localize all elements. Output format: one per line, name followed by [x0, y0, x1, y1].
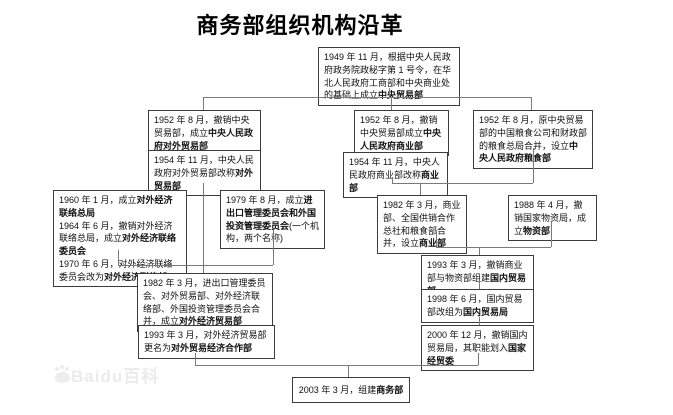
entity-name-bold: 对外贸易经济合作部: [171, 342, 253, 353]
connector-line: [195, 353, 196, 365]
connector-line: [203, 146, 204, 150]
entity-name-bold: 中央贸易部: [378, 90, 424, 101]
flow-box-1988-materials: 1988 年 4 月，撤销国家物资局，成立物资部: [508, 195, 597, 242]
connector-line: [195, 365, 478, 366]
connector-line: [551, 222, 552, 247]
event-text: 1954 年 11 月，中央人民政府对外贸易部改称: [154, 155, 254, 178]
connector-line: [203, 97, 531, 98]
connector-line: [203, 97, 204, 110]
entity-name-bold: 中央人民政府对外贸易部: [154, 127, 254, 151]
flow-box-1979-import-export: 1979 年 8 月，成立进出口管理委员会和外国投资管理委员会(一个机构，两个名…: [220, 190, 325, 250]
flow-box-1952-commerce: 1952 年 8 月，撤销中央贸易部成立中央人民政府商业部: [354, 110, 449, 157]
connector-line: [479, 247, 480, 255]
entity-name-bold: 进出口管理委员会和外国投资管理委员会: [226, 195, 317, 231]
entity-name-bold: 国家经贸委: [427, 342, 527, 366]
connector-line: [531, 97, 532, 110]
entity-name-bold: 商务部: [376, 384, 404, 395]
event-text: 1952 年 8 月，撤销中央贸易部，成立: [154, 115, 250, 138]
baidu-paw-icon: [55, 367, 70, 383]
entity-name-bold: 物资部: [523, 225, 551, 236]
connector-line: [392, 183, 533, 184]
connector-line: [392, 177, 393, 183]
event-text: 1988 年 4 月，撤销国家物资局，成立: [514, 200, 587, 236]
entity-name-bold: 对外经济联络部: [104, 271, 168, 282]
event-text: 1993 年 3 月，撤销商业部与物资部组建: [427, 260, 523, 283]
event-text: 1960 年 1 月，成立: [59, 195, 137, 205]
connector-line: [118, 250, 119, 265]
entity-name-bold: 对外经济联络总局: [59, 195, 173, 218]
connector-line: [348, 365, 349, 377]
connector-line: [420, 183, 421, 195]
entity-name-bold: 商业部: [349, 169, 440, 193]
event-text: 1970 年 6 月，对外经济联络委员会改为: [59, 258, 173, 282]
event-text: 1982 年 3 月，商业部、全国供销合作总社和粮食部合并，设立: [383, 200, 461, 249]
event-text: 2003 年 3 月，组建: [298, 384, 377, 395]
event-text: 1964 年 6 月，撤销对外经济联络总局，成立: [59, 220, 173, 244]
flow-box-1952-foreign-trade: 1952 年 8 月，撤销中央贸易部，成立中央人民政府对外贸易部: [148, 110, 261, 157]
event-text: 1982 年 3 月，进出口管理委员会、对外贸易部、对外经济联络部、外国投资管理…: [143, 278, 266, 327]
connector-line: [479, 281, 480, 289]
connector-line: [118, 265, 273, 266]
watermark-text: Baidu百科: [71, 367, 160, 386]
entity-name-bold: 商业部: [419, 238, 447, 249]
event-text: 1979 年 8 月，成立: [226, 195, 304, 205]
connector-line: [479, 317, 480, 325]
entity-name-bold: 中央人民政府粮食部: [479, 140, 579, 164]
page-title: 商务部组织机构沿革: [196, 13, 404, 38]
event-text: 1993 年 3 月，对外经济贸易部更名为: [144, 330, 267, 353]
flow-box-2000-setc: 2000 年 12 月，撤销国内贸易局，其职能划入国家经贸委: [421, 325, 534, 372]
connector-line: [273, 230, 274, 265]
connector-line: [436, 230, 437, 247]
event-text: 1949 年 11 月，根据中央人民政府政务院政秘字第 1 号令，在华北人民政府…: [324, 52, 452, 101]
entity-name-bold: 对外贸易部: [154, 167, 254, 191]
event-text: 1952 年 8 月，原中央贸易部的中国粮食公司和财政部的粮食总局合并，设立: [479, 115, 588, 151]
entity-name-bold: 对外经济联络委员会: [59, 233, 177, 257]
event-text: 1954 年 11 月，中央人民政府商业部改称: [349, 157, 440, 180]
flow-box-2003-mofcom: 2003 年 3 月，组建商务部: [292, 377, 410, 403]
event-text: (一个机构，两个名称): [226, 220, 320, 244]
connector-line: [391, 97, 392, 110]
flow-box-1954-foreign-trade: 1954 年 11 月，中央人民政府对外贸易部改称对外贸易部: [148, 150, 261, 197]
connector-line: [533, 148, 534, 183]
connector-line: [389, 88, 390, 97]
entity-name-bold: 对外经济贸易部: [179, 316, 243, 327]
flow-box-1982-moftec: 1982 年 3 月，进出口管理委员会、对外贸易部、对外经济联络部、外国投资管理…: [137, 273, 273, 333]
event-text: 1998 年 6 月，国内贸易部改组为: [427, 294, 523, 317]
flow-box-1954-commerce: 1954 年 11 月，中央人民政府商业部改称商业部: [343, 152, 448, 199]
event-text: 1952 年 8 月，撤销中央贸易部成立: [360, 115, 438, 138]
entity-name-bold: 国内贸易局: [463, 306, 509, 317]
connector-line: [478, 353, 479, 365]
connector-line: [203, 183, 204, 273]
entity-name-bold: 中央人民政府商业部: [360, 127, 442, 151]
baidu-baike-watermark: Baidu百科: [54, 362, 159, 387]
event-text: 2000 年 12 月，撤销国内贸易局，其职能划入: [427, 330, 528, 353]
flow-box-1998-domestic-trade: 1998 年 6 月，国内贸易部改组为国内贸易局: [421, 289, 534, 323]
connector-line: [436, 247, 551, 248]
flow-box-1982-commerce: 1982 年 3 月，商业部、全国供销合作总社和粮食部合并，设立商业部: [377, 195, 467, 255]
flow-box-1993-moftec: 1993 年 3 月，对外经济贸易部更名为对外贸易经济合作部: [138, 325, 275, 359]
